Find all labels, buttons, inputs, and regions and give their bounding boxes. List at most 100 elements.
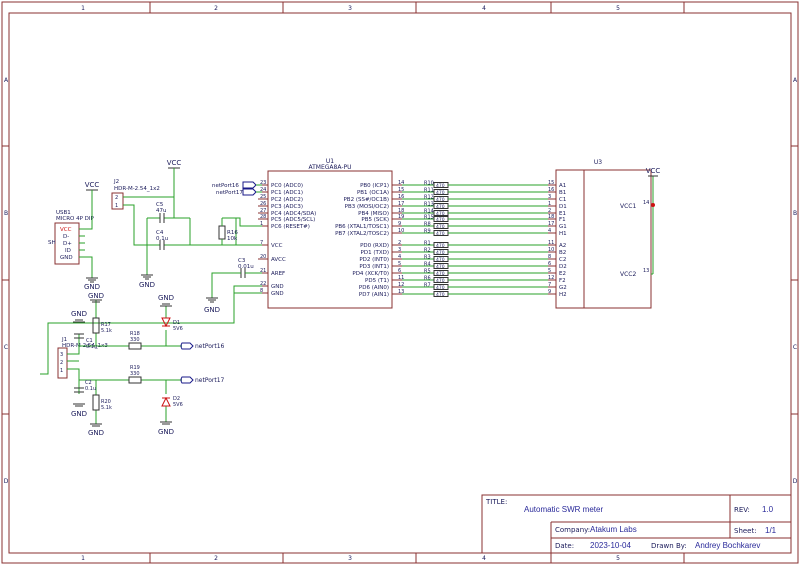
c3-value: 0.01u [238, 264, 254, 270]
u3-pin-name: G1 [559, 224, 567, 230]
r17-value: 5.1k [101, 328, 112, 334]
j2-pin2: 2 [115, 195, 118, 201]
u1-right-pin-name: PB6 (XTAL1/TOSC1) [335, 224, 389, 230]
netport16-label: netPort16 [195, 343, 225, 350]
u1-right-pin-num: 4 [398, 254, 401, 260]
col-label-bottom-5: 5 [616, 555, 620, 562]
resistor-value: 470 [436, 278, 445, 284]
j2-vcc-symbol: VCC [167, 159, 181, 169]
date-label: Date: [555, 542, 574, 550]
sheet-label: Sheet: [734, 527, 757, 535]
c3-symbol: C3 0.01u [238, 258, 254, 278]
col-label-top-5: 5 [616, 5, 620, 12]
netport-top: netPort16 netPort17 [212, 181, 262, 196]
gnd-r17: GND [88, 292, 104, 303]
resistor-ref: R15 [424, 215, 434, 221]
resistor-ref: R6 [424, 276, 431, 282]
u3-pin-num: 4 [548, 228, 551, 234]
u3-pin-name: B2 [559, 250, 566, 256]
u3-pin-name: G2 [559, 285, 567, 291]
u3-pin-name: D2 [559, 264, 567, 270]
u3-pin-num: 6 [548, 261, 551, 267]
u1-left-pin-name: GND [271, 291, 284, 297]
col-label-top-1: 1 [81, 5, 85, 12]
c1-symbol: C1 0.1u [74, 333, 97, 350]
resistor-value: 470 [436, 211, 445, 217]
r20-value: 5.1k [101, 405, 112, 411]
row-label-right-c: C [793, 344, 797, 351]
u3-pin-num: 15 [548, 180, 554, 186]
row-label-right-d: D [793, 478, 798, 485]
u1-left-pin-name: PC3 (ADC3) [271, 204, 303, 210]
usb1-ref: USB1 [56, 210, 71, 216]
aref-gnd-symbol: GND [204, 297, 220, 314]
usb1-pin-dminus: D- [63, 234, 69, 240]
u1-right-pin-name: PB1 (OC1A) [357, 190, 389, 196]
u3-pin-name: C2 [559, 257, 566, 263]
resistor-value: 470 [436, 183, 445, 189]
u1-right-pin-num: 14 [398, 180, 404, 186]
title-block-frame [481, 494, 792, 554]
u1-left-pin-name: PC4 (ADC4/SDA) [271, 211, 316, 217]
c45-gnd-symbol: GND [139, 274, 155, 289]
col-label-bottom-4: 4 [482, 555, 486, 562]
u1-left-pin-num: 7 [260, 240, 263, 246]
resistor-value: 470 [436, 243, 445, 249]
u3-pin-name: E2 [559, 271, 566, 277]
r18-value: 330 [130, 337, 140, 343]
d2-value: 5V6 [173, 402, 183, 408]
u3-vcc1-num: 14 [643, 200, 649, 206]
resistor-ref: R14 [424, 209, 434, 215]
resistor-ref: R7 [424, 283, 431, 289]
netport17-label-top: netPort17 [216, 190, 243, 196]
u1-right-pin-num: 15 [398, 187, 404, 193]
u1-left-pin-num: 28 [260, 214, 266, 220]
r18-ref: R18 [130, 331, 140, 337]
resistor-value: 470 [436, 224, 445, 230]
u3-pin-num: 18 [548, 214, 554, 220]
u1-left-pin-name: VCC [271, 243, 283, 249]
u1-right-pin-name: PB5 (SCK) [361, 217, 389, 223]
usb-wires [79, 190, 93, 278]
company-value: Atakum Labs [590, 525, 637, 534]
u1-left-pin-name: AVCC [271, 257, 286, 263]
usb1-pin-vcc: VCC [60, 227, 72, 233]
c4-ref: C4 [156, 230, 164, 236]
resistor-ref: R1 [424, 241, 431, 247]
gnd-d1-text: GND [158, 294, 174, 302]
u3-pin-name: H2 [559, 292, 567, 298]
u3-pin-name: F2 [559, 278, 566, 284]
rev-label: REV: [734, 506, 750, 514]
u3-pin-num: 17 [548, 221, 554, 227]
gnd-d2: GND [158, 421, 174, 436]
u1-left-pin-num: 26 [260, 201, 266, 207]
usb1-pins: VCC D- D+ ID GND [60, 227, 73, 261]
d1-value: 5V6 [173, 326, 183, 332]
resistor-value: 470 [436, 217, 445, 223]
u3-pin-num: 5 [548, 268, 551, 274]
u1-right-pin-num: 10 [398, 228, 404, 234]
u1-left-pin-name: PC1 (ADC1) [271, 190, 303, 196]
usb-gnd-symbol: GND [84, 277, 100, 291]
resistor-value: 470 [436, 190, 445, 196]
resistor-value: 470 [436, 231, 445, 237]
u3-vcc-symbol: VCC [646, 167, 661, 177]
j1-ref: J1 [61, 337, 67, 343]
j2-ref: J2 [113, 179, 119, 185]
title-label: TITLE: [485, 498, 507, 506]
usb1-part: MICRO 4P DIP [56, 216, 95, 222]
u3-pin-num: 7 [548, 282, 551, 288]
row-label-left-a: A [4, 77, 9, 84]
u1-right-pin-name: PD4 (XCK/T0) [352, 271, 389, 277]
u3-vcc-text: VCC [646, 167, 661, 175]
u1-right-pin-num: 18 [398, 208, 404, 214]
col-label-bottom-1: 1 [81, 555, 85, 562]
u1-left-pin-name: AREF [271, 271, 285, 277]
u1-right-pin-name: PD1 (TXD) [361, 250, 389, 256]
j1-pin1: 1 [60, 368, 63, 374]
gnd-r20-text: GND [88, 429, 104, 437]
lower-gnd-symbols: GND GND GND GND GND GND [71, 292, 174, 437]
